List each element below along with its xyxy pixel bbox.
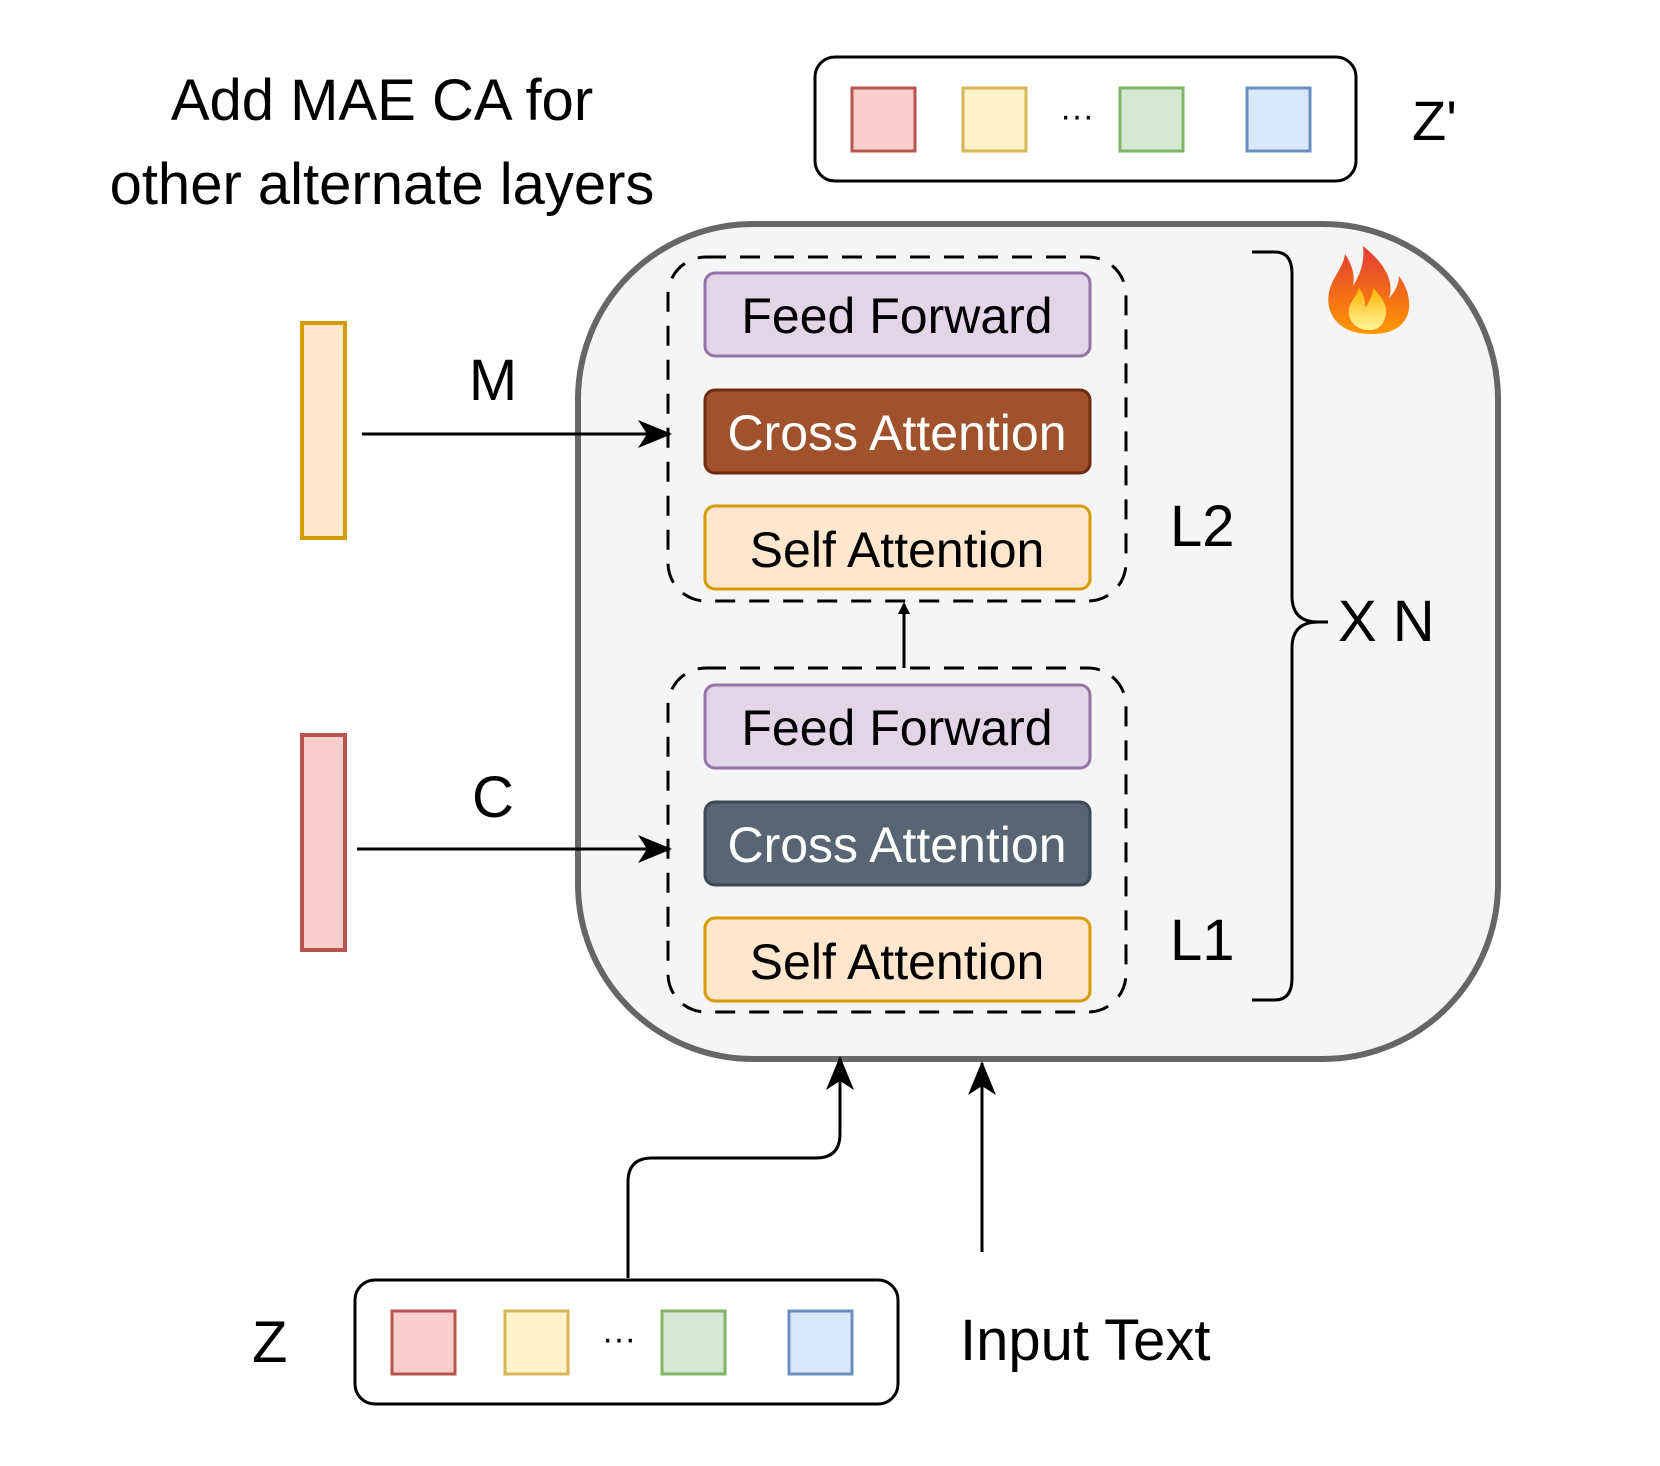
output-token [961, 86, 1028, 153]
l2-feed-forward-label: Feed Forward [741, 288, 1052, 344]
repeat-brace [1252, 250, 1328, 1002]
l1-cross-attention-label: Cross Attention [727, 817, 1066, 873]
l2-self-attention-block [703, 504, 1092, 591]
input-token [503, 1309, 570, 1376]
l1-feed-forward-label: Feed Forward [741, 700, 1052, 756]
output-token-group: ··· [813, 55, 1358, 183]
heading-line-2: other alternate layers [110, 152, 655, 217]
l1-self-attention-label: Self Attention [750, 934, 1045, 990]
mae-feature-bar [300, 321, 347, 540]
l2-cross-attention-label: Cross Attention [727, 405, 1066, 461]
c-label: C [472, 765, 514, 830]
output-token [1118, 86, 1185, 153]
input-token-ellipsis: ··· [602, 1320, 636, 1358]
condition-feature-bar [300, 733, 347, 952]
l2-cross-attention-block [703, 388, 1092, 475]
l1-feed-forward-block [703, 683, 1092, 770]
output-token [850, 86, 917, 153]
layer1-label: L1 [1170, 908, 1235, 973]
output-token-ellipsis: ··· [1060, 97, 1094, 135]
input-token-container [353, 1278, 900, 1406]
output-token-label: Z' [1412, 89, 1457, 152]
input-token-group: ··· [353, 1278, 900, 1406]
layer2-label: L2 [1170, 494, 1235, 559]
input-token [787, 1309, 854, 1376]
input-token [390, 1309, 457, 1376]
repeat-label: X N [1338, 589, 1435, 654]
l2-self-attention-label: Self Attention [750, 522, 1045, 578]
output-token [1245, 86, 1312, 153]
input-token [660, 1309, 727, 1376]
l1-cross-attention-block [703, 800, 1092, 887]
z-to-decoder-arrow [626, 1056, 854, 1278]
heading-line-1: Add MAE CA for [171, 68, 593, 133]
fire-icon [1328, 246, 1410, 334]
input-text-label: Input Text [960, 1308, 1210, 1373]
output-token-container [813, 55, 1358, 183]
m-label: M [469, 348, 517, 413]
input-token-label: Z [252, 1310, 287, 1375]
l1-self-attention-block [703, 916, 1092, 1003]
l2-feed-forward-block [703, 271, 1092, 358]
